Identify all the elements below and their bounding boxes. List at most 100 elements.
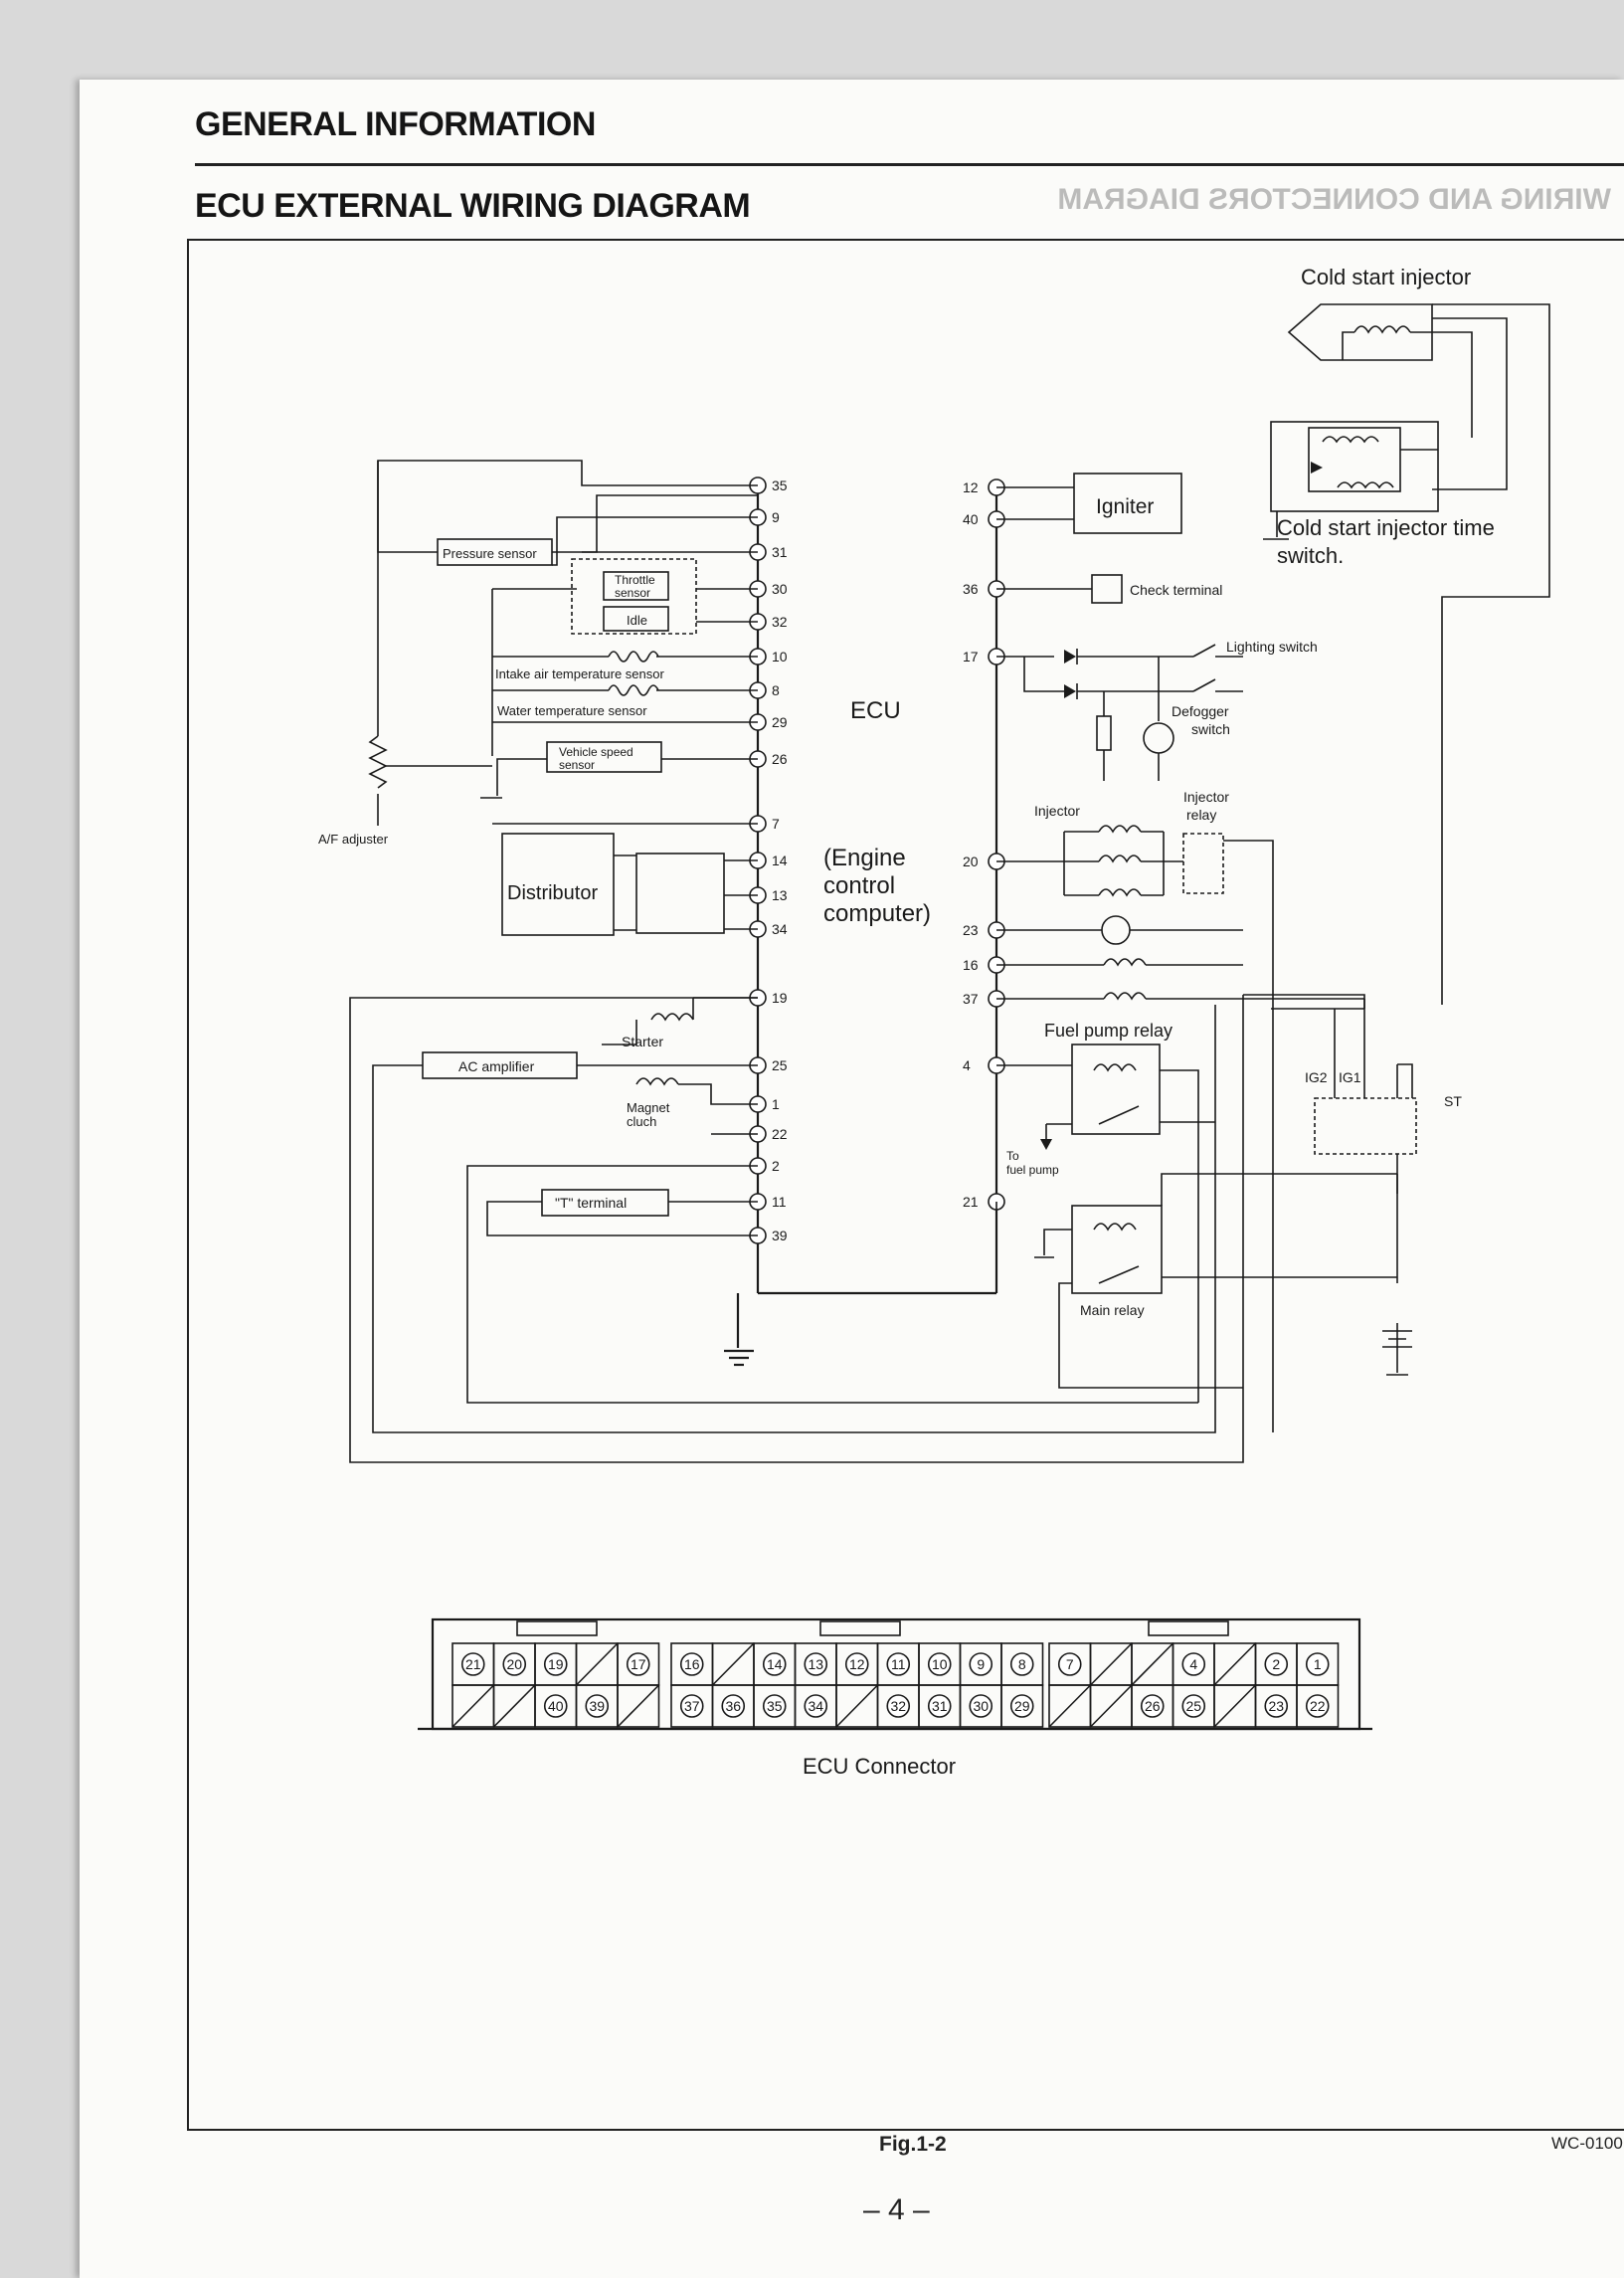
ignition-switch-box [1314, 1097, 1417, 1155]
section-header: GENERAL INFORMATION [195, 105, 596, 143]
connector-pin-32 [886, 1694, 911, 1718]
water-temp-label: Water temperature sensor [497, 703, 647, 718]
connector-pin-20 [502, 1652, 527, 1676]
connector-pin-label: 20 [506, 1656, 522, 1672]
connector-pin-25 [1181, 1694, 1206, 1718]
connector-pin-26 [1140, 1694, 1165, 1718]
ecu-pin-label: 36 [963, 581, 979, 597]
connector-pin-label: 30 [973, 1698, 989, 1714]
connector-pin-40 [543, 1694, 568, 1718]
pressure-sensor-label: Pressure sensor [443, 546, 537, 561]
ecu-label: ECU [850, 697, 901, 724]
connector-pin-label: 39 [589, 1698, 605, 1714]
lighting-switch-label: Lighting switch [1226, 639, 1318, 655]
ecu-pin-label: 21 [963, 1194, 979, 1210]
connector-pin-label: 19 [548, 1656, 564, 1672]
main-relay-box [1071, 1205, 1163, 1294]
t-terminal-box [541, 1189, 669, 1217]
connector-pin-label: 10 [932, 1656, 948, 1672]
connector-pin-9 [969, 1652, 993, 1676]
connector-pin-label: 21 [465, 1656, 481, 1672]
connector-pin-31 [927, 1694, 952, 1718]
defogger-line2: switch [1191, 721, 1230, 737]
ecu-pin-label: 14 [772, 853, 788, 868]
ac-amplifier-label: AC amplifier [458, 1058, 535, 1074]
connector-pin-label: 26 [1145, 1698, 1161, 1714]
connector-pin-17 [626, 1652, 650, 1676]
main-relay-label: Main relay [1080, 1302, 1145, 1318]
connector-pin-30 [969, 1694, 993, 1718]
connector-pin-36 [721, 1694, 746, 1718]
throttle-sensor-line1: Throttle [615, 573, 655, 587]
connector-pin-label: 9 [977, 1656, 985, 1672]
injector-relay-line1: Injector [1183, 789, 1229, 805]
ecu-pin-label: 26 [772, 751, 788, 767]
header-rule [195, 163, 1624, 166]
connector-pin-10 [927, 1652, 952, 1676]
figure-label: Fig.1-2 [879, 2133, 947, 2156]
ecu-pin-label: 12 [963, 479, 979, 495]
ecu-pin-label: 17 [963, 649, 979, 664]
distributor-pickup-coil [635, 853, 725, 934]
connector-pin-label: 31 [932, 1698, 948, 1714]
connector-pin-label: 17 [631, 1656, 646, 1672]
vehicle-speed-line1: Vehicle speed [559, 745, 633, 759]
vehicle-speed-sensor-box [546, 741, 662, 773]
diagram-title: ECU EXTERNAL WIRING DIAGRAM [195, 187, 751, 225]
injector-coil [1098, 888, 1142, 897]
svg-text:WIRING AND CONNECTORS DIAGRAM: WIRING AND CONNECTORS DIAGRAM [1057, 183, 1611, 216]
connector-pin-34 [804, 1694, 828, 1718]
ecu-pin-label: 1 [772, 1096, 780, 1112]
injector-label: Injector [1034, 803, 1080, 819]
ecu-pin-label: 35 [772, 477, 788, 493]
cold-start-injector-label: Cold start injector [1301, 265, 1471, 289]
water-temp-resistor [608, 684, 659, 696]
connector-pin-label: 34 [808, 1698, 823, 1714]
check-terminal-box [1091, 574, 1123, 604]
to-fuel-pump-line2: fuel pump [1006, 1163, 1059, 1177]
connector-pin-1 [1305, 1652, 1330, 1676]
starter-label: Starter [622, 1034, 663, 1049]
ecu-pin-label: 13 [772, 887, 788, 903]
ig2-label: IG2 [1305, 1069, 1328, 1085]
injector-coil [1098, 854, 1142, 863]
connector-pin-label: 4 [1189, 1656, 1197, 1672]
connector-pin-label: 1 [1314, 1656, 1322, 1672]
connector-pin-label: 11 [891, 1656, 906, 1672]
connector-pin-label: 23 [1268, 1698, 1284, 1714]
ecu-pin-label: 20 [963, 854, 979, 869]
connector-pin-29 [1009, 1694, 1034, 1718]
connector-pin-39 [585, 1694, 610, 1718]
engine-computer-line2: control [823, 872, 895, 899]
idle-label: Idle [627, 613, 647, 628]
igniter-box [1073, 473, 1182, 534]
connector-pin-37 [679, 1694, 704, 1718]
connector-pin-23 [1264, 1694, 1289, 1718]
page-number: – 4 – [863, 2193, 930, 2226]
to-fuel-pump-line1: To [1006, 1149, 1019, 1163]
connector-pin-label: 16 [684, 1656, 700, 1672]
ecu-pin-label: 34 [772, 921, 788, 937]
connector-pin-8 [1009, 1652, 1034, 1676]
ecu-pin-label: 23 [963, 922, 979, 938]
injector-relay-line2: relay [1186, 807, 1216, 823]
connector-pin-12 [844, 1652, 869, 1676]
connector-pin-16 [679, 1652, 704, 1676]
cold-start-switch-line2: switch. [1277, 543, 1344, 568]
ecu-connector-label: ECU Connector [803, 1754, 956, 1779]
cold-start-switch-box [1270, 421, 1439, 512]
throttle-sensor-enclosure [571, 558, 697, 635]
connector-pin-label: 29 [1014, 1698, 1030, 1714]
ecu-pin-label: 11 [772, 1194, 787, 1210]
document-code: WC-0100 [1551, 2134, 1623, 2153]
connector-cell [617, 1684, 660, 1728]
ecu-pin-label: 40 [963, 511, 979, 527]
intake-air-temp-resistor [608, 651, 659, 663]
starter-coil [650, 1013, 694, 1022]
ecu-pin-label: 7 [772, 816, 780, 832]
ecu-pin-label: 39 [772, 1228, 788, 1243]
igniter-label: Igniter [1096, 495, 1154, 518]
connector-pin-22 [1305, 1694, 1330, 1718]
fuel-pump-relay-label: Fuel pump relay [1044, 1021, 1173, 1041]
